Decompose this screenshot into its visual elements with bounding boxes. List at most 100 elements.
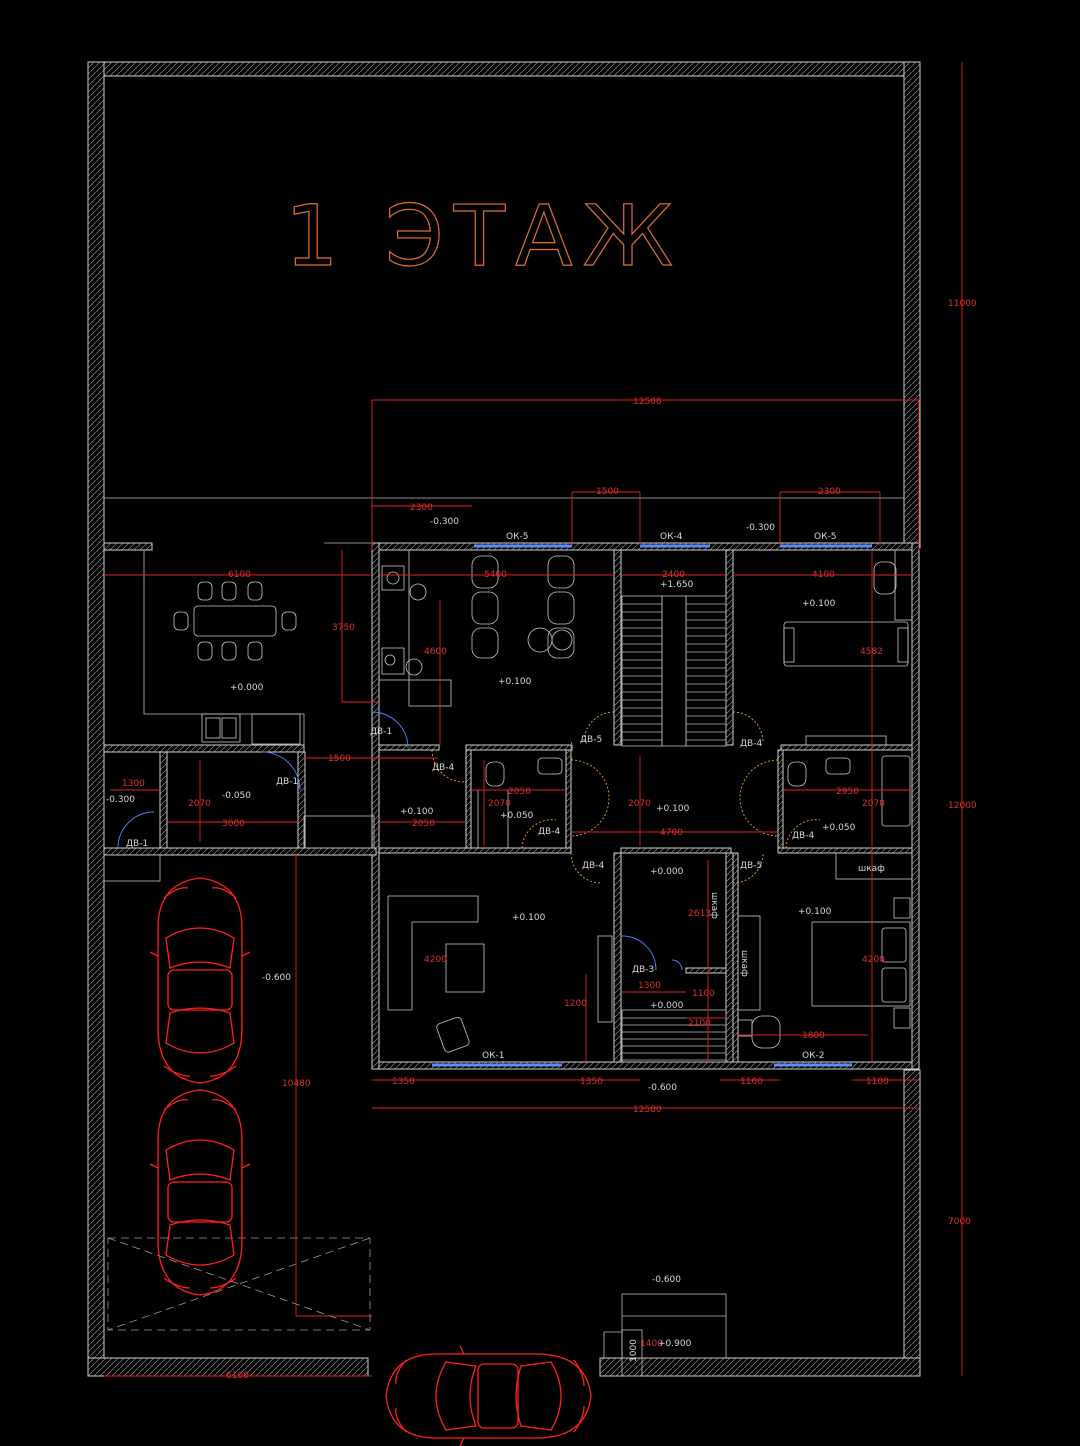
bedroom-furniture [737,852,913,1049]
dim-wc-2050-b: 2050 [508,787,531,797]
dim-closet-2613: 2613 [688,909,711,919]
house-walls [103,542,920,1070]
dim-kitchen-width: 5400 [484,570,507,580]
level-closet-top: +0.000 [650,867,684,877]
windows [432,544,872,1067]
door-dv4-bath: ДВ-4 [792,831,814,841]
door-dv4-stair: ДВ-4 [740,739,762,749]
dim-storage-3000: 3000 [222,819,245,829]
dim-bottom-1100-a: 1100 [740,1077,763,1087]
dim-lower-yard: 7000 [948,1217,971,1227]
window-ok5-left: ОК-5 [506,532,528,542]
dim-office-1200: 1200 [564,999,587,1009]
dim-bottom-1100-b: 1100 [866,1077,889,1087]
dim-bottom-1350-a: 1350 [392,1077,415,1087]
level-marks: -0.300 -0.300 +0.000 -0.300 -0.050 +0.10… [106,517,856,1349]
window-ok5-right: ОК-5 [814,532,836,542]
dim-bed-4200: 4200 [862,955,885,965]
level-wc-left: +0.050 [500,811,534,821]
level-entry-left: -0.300 [106,795,135,805]
dim-kitchen-height: 3750 [332,623,355,633]
dim-hall-top: 1500 [328,754,351,764]
level-dining: +0.000 [230,683,264,693]
notes: шкаф шкаф шкаф [709,864,885,977]
window-ok4: ОК-4 [660,532,683,542]
door-dv5-hall: ДВ-5 [580,735,602,745]
level-driveway: -0.600 [262,973,291,983]
dining-area [143,542,379,745]
dim-house-height: 12000 [948,801,977,811]
dining-table [193,605,277,637]
living-furniture [783,549,913,746]
dim-right-room-width: 4100 [812,570,835,580]
level-office: +0.100 [512,913,546,923]
dim-wc-2070-a: 2070 [488,799,511,809]
level-porch: +0.900 [658,1339,692,1349]
note-wardrobe-bed-side: шкаф [739,950,749,977]
dim-dining-width: 6100 [228,570,251,580]
porch [303,815,727,1377]
dim-closet-1300: 1300 [638,981,661,991]
parking-area [103,854,371,1331]
dim-bottom-1350-b: 1350 [580,1077,603,1087]
car-2 [149,1089,251,1296]
door-dv4-hall: ДВ-4 [432,763,454,773]
dim-width-top: 12500 [633,397,662,407]
floor-title: 1 ЭТАЖ [285,187,683,285]
dim-stair-width: 2400 [662,570,685,580]
dim-closet-1100: 1100 [692,989,715,999]
doors [117,711,821,971]
window-labels: ОК-5 ОК-4 ОК-5 ОК-1 ОК-2 [482,532,836,1061]
car-3 [385,1345,592,1446]
window-ok1: ОК-1 [482,1051,504,1061]
dim-bath-2070: 2070 [862,799,885,809]
site-boundary-walls [87,61,921,1377]
level-bath-right: +0.050 [822,823,856,833]
dim-closet-2100: 2100 [688,1019,711,1029]
door-dv4-wc: ДВ-4 [538,827,560,837]
door-dv1-entry: ДВ-1 [126,839,148,849]
door-labels: ДВ-1 ДВ-1 ДВ-1 ДВ-4 ДВ-5 ДВ-4 ДВ-4 ДВ-4 … [126,727,814,975]
dim-side-1000: 1000 [629,1339,639,1362]
dim-total-height-top: 11000 [948,299,977,309]
dim-width-bottom: 12500 [633,1105,662,1115]
dim-bath-2950: 2950 [836,787,859,797]
door-dv1-kitchen: ДВ-1 [370,727,392,737]
window-ok2: ОК-2 [802,1051,824,1061]
dim-seg-2300-right: 2300 [818,487,841,497]
level-storage: -0.050 [222,791,251,801]
office-furniture [387,895,613,1053]
dim-right-room-depth: 4582 [860,647,883,657]
dim-kitchen-depth: 4600 [424,647,447,657]
dim-driveway-len: 10480 [282,1079,311,1089]
level-front-center: -0.600 [648,1083,677,1093]
door-dv4-office: ДВ-4 [582,861,604,871]
level-hall-left: +0.100 [400,807,434,817]
level-kitchen: +0.100 [498,677,532,687]
dim-seg-1500: 1500 [596,487,619,497]
note-wardrobe-closet: шкаф [709,892,719,919]
dim-wc-2050-a: 2050 [412,819,435,829]
level-living-right: +0.100 [802,599,836,609]
note-wardrobe-bed: шкаф [858,864,885,874]
level-yard-top-right: -0.300 [746,523,775,533]
dim-small-1300: 1300 [122,779,145,789]
level-yard-bottom: -0.600 [652,1275,681,1285]
dim-hall-2070: 2070 [628,799,651,809]
level-bedroom: +0.100 [798,907,832,917]
level-yard-top-left: -0.300 [430,517,459,527]
dimension-labels: 11000 12500 2300 1500 2300 12000 7000 12… [122,299,977,1381]
dim-steps-1400: 1400 [640,1339,663,1349]
level-stair-landing: +1.650 [660,580,694,590]
door-dv3-closet: ДВ-3 [632,965,654,975]
dim-storage-2070: 2070 [188,799,211,809]
staircase [621,595,727,1063]
door-dv1-storage: ДВ-1 [276,777,298,787]
door-dv5-bed: ДВ-5 [740,861,762,871]
level-hall-center: +0.100 [656,804,690,814]
dim-hall-4700: 4700 [660,828,683,838]
car-1 [149,877,251,1084]
dim-yard-width: 6100 [226,1371,249,1381]
level-closet-bottom: +0.000 [650,1001,684,1011]
